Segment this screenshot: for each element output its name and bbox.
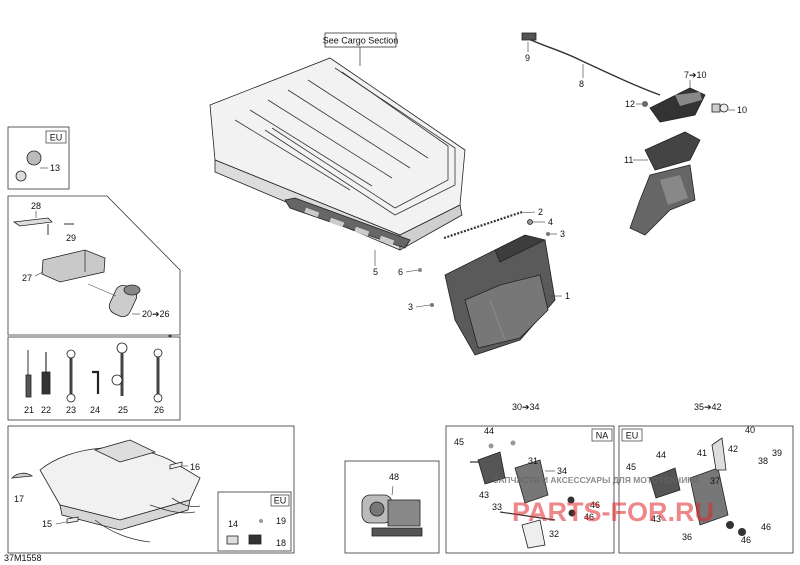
plate-part-18 <box>248 534 262 545</box>
callout-21: 21 <box>24 405 34 415</box>
callout-9: 9 <box>525 53 530 63</box>
na-callout-34: 34 <box>557 466 567 476</box>
na-callout-32: 32 <box>549 529 559 539</box>
light-assembly-7-10 <box>649 87 706 123</box>
callout-2: 2 <box>538 207 543 217</box>
callout-48: 48 <box>389 472 399 482</box>
region-tag-na: NA <box>596 431 609 441</box>
eu-callout-37: 37 <box>710 476 720 486</box>
region-tag-eu-right: EU <box>626 431 639 441</box>
decal-part-15 <box>66 516 79 524</box>
callout-25: 25 <box>118 405 128 415</box>
eu-callout-38: 38 <box>758 456 768 466</box>
flap-part-1 <box>444 234 556 356</box>
callout-19: 19 <box>276 516 286 526</box>
callout-26: 26 <box>154 405 164 415</box>
tool-pouch-part-27 <box>41 249 106 283</box>
callout-10: 10 <box>737 105 747 115</box>
na-callout-33: 33 <box>492 502 502 512</box>
wrench-part-23 <box>66 349 76 403</box>
callout-1: 1 <box>565 291 570 301</box>
callout-11: 11 <box>624 155 633 165</box>
region-tag-eu-top: EU <box>50 133 63 143</box>
reflector-part-13 <box>15 150 42 182</box>
eu-callout-42: 42 <box>728 444 738 454</box>
callout-5: 5 <box>373 267 378 277</box>
callout-29: 29 <box>66 233 76 243</box>
na-callout-46b: 46 <box>584 512 594 522</box>
panel-tools <box>7 336 181 421</box>
decal-part-16 <box>169 461 183 470</box>
tool-part-21 <box>25 350 32 398</box>
snowmobile-illustration <box>39 439 201 543</box>
callout-28: 28 <box>31 201 41 211</box>
eu-callout-43: 43 <box>651 514 661 524</box>
housing-part-11 <box>629 131 701 236</box>
callout-20-26: 20➔26 <box>142 309 170 319</box>
callout-22: 22 <box>41 405 51 415</box>
tool-roll-part-20-26 <box>108 284 141 318</box>
callout-30-34: 30➔34 <box>512 402 540 412</box>
callout-8: 8 <box>579 79 584 89</box>
callout-15: 15 <box>42 519 52 529</box>
hitch-assembly-eu <box>649 437 746 536</box>
na-callout-46a: 46 <box>590 500 600 510</box>
callout-6: 6 <box>398 267 403 277</box>
see-cargo-box <box>324 32 397 48</box>
eu-callout-41: 41 <box>697 448 707 458</box>
watermark-text: ЗАПЧАСТИ И АКСЕССУАРЫ ДЛЯ МОТОТЕХНИКИ <box>493 475 699 485</box>
winch-part-48 <box>361 485 423 537</box>
callout-4: 4 <box>548 217 553 227</box>
wrench-part-25 <box>111 342 128 396</box>
hitch-assembly-na <box>470 451 556 549</box>
callout-13: 13 <box>50 163 60 173</box>
eu-callout-44: 44 <box>656 450 666 460</box>
eu-callout-40: 40 <box>745 425 755 435</box>
watermark-logo: PARTS-FOR.RU <box>512 497 714 527</box>
bracket-part-28 <box>12 217 53 227</box>
nut-part-46-na-b <box>568 509 576 517</box>
nut-part-46-na-a <box>567 496 575 504</box>
eu-callout-45: 45 <box>626 462 636 472</box>
callout-12: 12 <box>625 99 635 109</box>
decal-part-14 <box>226 535 239 545</box>
wrench-part-26 <box>153 348 163 403</box>
bulb-part-10 <box>711 103 729 113</box>
callout-16: 16 <box>190 462 200 472</box>
see-cargo-label: See Cargo Section <box>323 36 399 46</box>
callout-7-10: 7➔10 <box>684 70 707 80</box>
eu-callout-39: 39 <box>772 448 782 458</box>
region-tag-eu-bottom: EU <box>274 496 287 506</box>
callout-24: 24 <box>90 405 100 415</box>
eu-callout-46b: 46 <box>741 535 751 545</box>
rivet-part-19 <box>259 519 263 523</box>
callout-23: 23 <box>66 405 76 415</box>
callout-17: 17 <box>14 494 24 504</box>
tool-part-22 <box>41 352 51 395</box>
na-callout-44: 44 <box>484 426 494 436</box>
callout-14: 14 <box>228 519 238 529</box>
callout-18: 18 <box>276 538 286 548</box>
na-callout-43: 43 <box>479 490 489 500</box>
eu-callout-46a: 46 <box>761 522 771 532</box>
eu-callout-36: 36 <box>682 532 692 542</box>
callout-3-left: 3 <box>408 302 413 312</box>
callout-35-42: 35➔42 <box>694 402 722 412</box>
figure-code: 37M1558 <box>4 553 42 563</box>
cable-part-8 <box>521 32 661 96</box>
na-callout-31: 31 <box>528 456 538 466</box>
allen-key-part-24 <box>92 370 100 394</box>
na-callout-45: 45 <box>454 437 464 447</box>
rail-part-5 <box>284 197 411 249</box>
callout-27: 27 <box>22 273 32 283</box>
reflector-part-17 <box>10 472 34 479</box>
callout-3-right: 3 <box>560 229 565 239</box>
